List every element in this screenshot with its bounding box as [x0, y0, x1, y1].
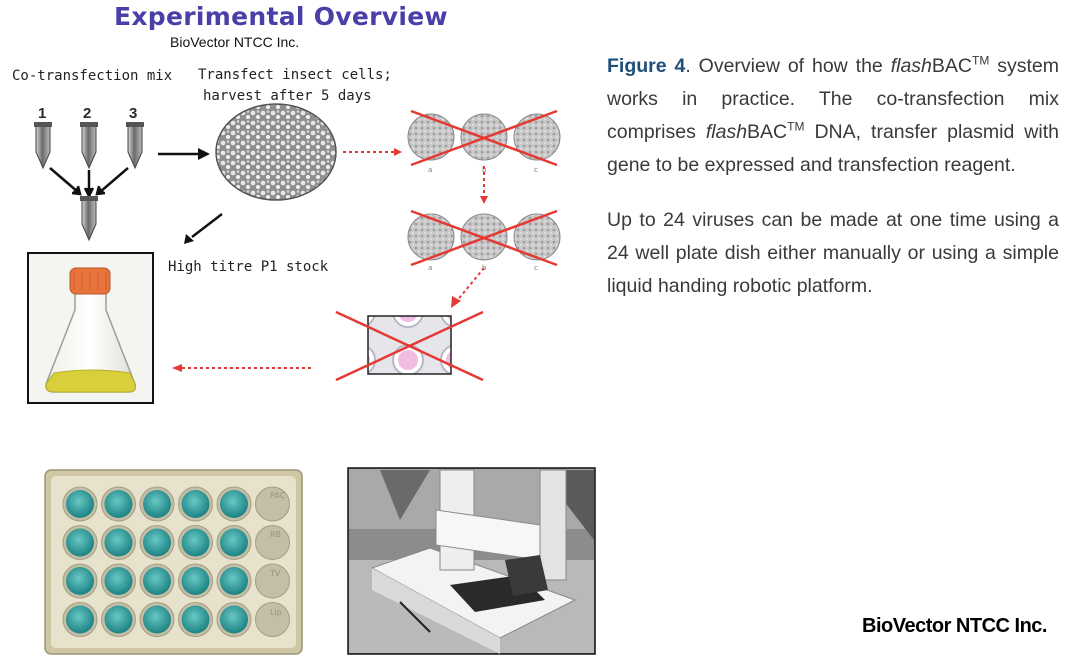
- well-liquid: [143, 528, 171, 557]
- well-liquid: [104, 605, 133, 634]
- diagram-graphic: a b c a b c: [27, 103, 596, 655]
- transfect-label-line1: Transfect insect cells;: [198, 67, 392, 83]
- dotted-arrow-1: [343, 148, 402, 156]
- dotted-arrow-2: [480, 166, 488, 204]
- tube-number-3: 3: [129, 105, 138, 122]
- caption-text: BAC: [747, 121, 788, 143]
- trademark-sup: TM: [787, 119, 805, 134]
- caption-text: . Overview of how the: [685, 55, 891, 77]
- plate-letter-a-1: a: [428, 166, 432, 174]
- 24-well-plate-photo: [44, 469, 303, 655]
- well-liquid: [143, 567, 171, 595]
- dotted-arrow-4: [172, 364, 312, 372]
- dotted-arrow-3: [451, 267, 485, 308]
- well-liquid: [181, 490, 210, 518]
- well-liquid: [66, 528, 94, 557]
- plate-letter-c-1: c: [534, 166, 538, 174]
- insect-cells-dish: [215, 103, 337, 201]
- caption-italic: flash: [890, 55, 932, 77]
- flask-photo: [27, 252, 154, 404]
- figure-caption: Figure 4. Overview of how the flashBACTM…: [607, 50, 1059, 325]
- well-liquid: [181, 528, 210, 557]
- well-liquid: [66, 605, 94, 634]
- well-liquid: [104, 528, 133, 557]
- tube-icon-1: [34, 122, 52, 170]
- well-liquid: [181, 605, 210, 634]
- well-liquid: [220, 605, 248, 634]
- well-liquid: [66, 567, 94, 595]
- tube-icon-3: [126, 122, 144, 170]
- combined-tube-icon: [80, 196, 98, 242]
- plaque-plates-row-2: [407, 209, 561, 267]
- caption-paragraph-1: Figure 4. Overview of how the flashBACTM…: [607, 50, 1059, 182]
- brand-footer: BioVector NTCC Inc.: [862, 615, 1047, 637]
- well: [255, 563, 290, 599]
- well-liquid: [143, 605, 171, 634]
- mix-arrows: [49, 167, 129, 199]
- trademark-sup: TM: [972, 53, 990, 68]
- diagram-title: Experimental Overview: [114, 2, 448, 31]
- well-liquid: [220, 490, 248, 518]
- well-label-2: RB: [270, 530, 281, 539]
- tube-icon-2: [80, 122, 98, 170]
- plate-letter-b-2: b: [482, 264, 487, 272]
- caption-paragraph-2: Up to 24 viruses can be made at one time…: [607, 209, 1059, 297]
- well-liquid: [181, 567, 210, 595]
- p1-stock-label: High titre P1 stock: [168, 259, 329, 275]
- caption-text: DNA, transfer plasmid with gene to be ex…: [607, 121, 1059, 176]
- well: [255, 486, 290, 522]
- well-label-1: PAC: [270, 491, 286, 500]
- caption-text: BAC: [931, 55, 972, 77]
- well-label-3: TV: [269, 569, 281, 578]
- liquid-handling-robot-photo: [347, 467, 596, 655]
- well-liquid: [143, 490, 171, 518]
- caption-italic: flash: [705, 121, 748, 143]
- diagram-subtitle: BioVector NTCC Inc.: [170, 34, 300, 50]
- well: [255, 602, 290, 637]
- arrow-to-cells: [158, 148, 210, 160]
- well-liquid: [220, 528, 248, 557]
- tube-number-1: 1: [38, 105, 47, 122]
- tube-number-2: 2: [83, 105, 92, 122]
- well-liquid: [66, 490, 94, 518]
- cotransfection-label: Co-transfection mix: [12, 68, 173, 84]
- well-liquid: [104, 567, 133, 595]
- caption-text: system works in practice. The co-transfe…: [607, 55, 1059, 143]
- plaque-plates-row-1: [407, 109, 561, 167]
- well-label-4: Lip: [270, 608, 282, 617]
- transfect-label-line2: harvest after 5 days: [203, 88, 372, 104]
- well: [255, 525, 290, 560]
- well-liquid: [104, 490, 133, 518]
- plate-letter-c-2: c: [534, 264, 538, 272]
- plate-letter-a-2: a: [428, 264, 432, 272]
- arrow-to-p1: [184, 213, 223, 244]
- figure-label: Figure 4: [607, 55, 686, 77]
- amplification-plate-photo: [335, 310, 484, 382]
- plate-letter-b-1: b: [482, 166, 487, 174]
- well-liquid: [220, 567, 248, 595]
